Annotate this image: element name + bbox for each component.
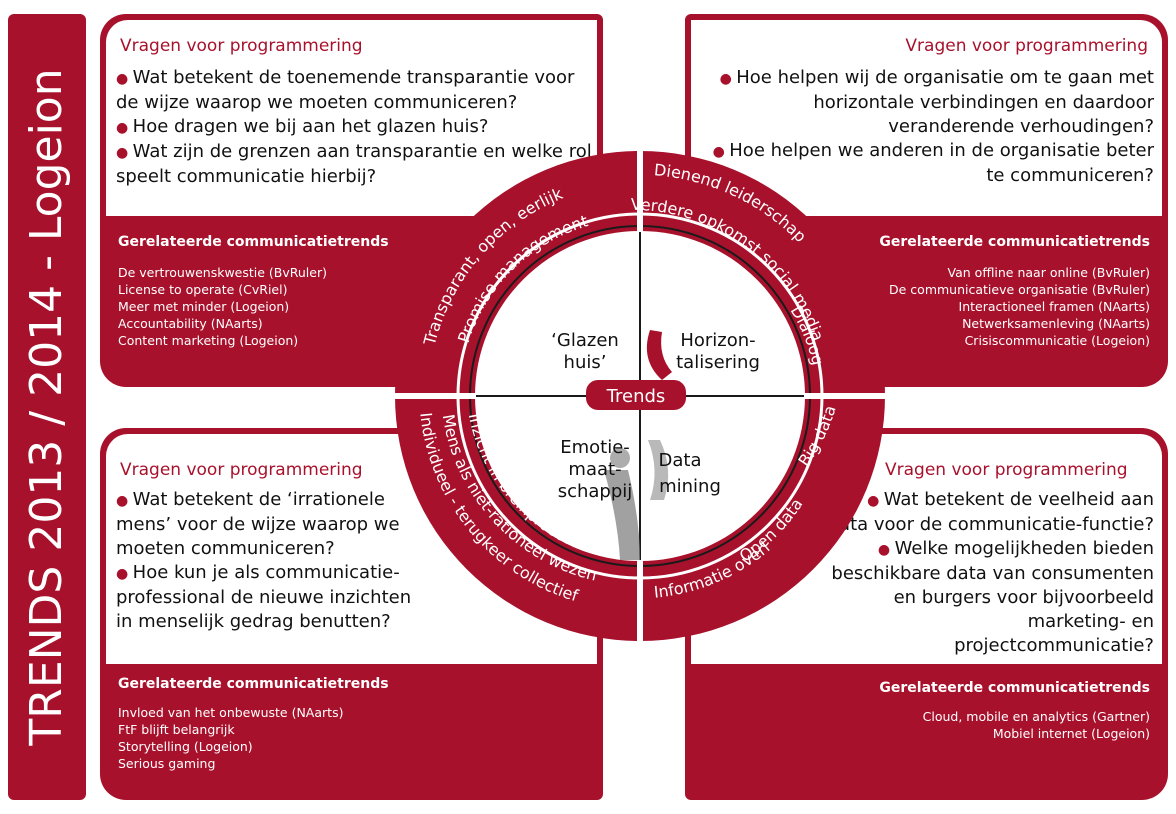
related-title: Gerelateerde communicatietrends — [879, 234, 1150, 250]
related-list: De vertrouwenskwestie (BvRuler) License … — [118, 264, 378, 349]
related-title: Gerelateerde communicatietrends — [118, 234, 389, 250]
related-list: Invloed van het onbewuste (NAarts) FtF b… — [118, 704, 378, 772]
related-item: Accountability (NAarts) — [118, 316, 263, 331]
questions-title: Vragen voor programmering — [885, 460, 1128, 480]
decorative-figure-arm — [648, 440, 669, 500]
related-list: Van offline naar online (BvRuler) De com… — [850, 264, 1150, 349]
questions-list: ● Wat betekent de toenemende transparant… — [116, 66, 596, 189]
panel-top-left-questions-area — [106, 20, 597, 216]
question-item: ● Wat betekent de veelheid aan data voor… — [827, 489, 1154, 535]
related-title: Gerelateerde communicatietrends — [879, 680, 1150, 696]
questions-title: Vragen voor programmering — [905, 36, 1148, 56]
decorative-figure-body — [604, 470, 640, 560]
related-title: Gerelateerde communicatietrends — [118, 676, 389, 692]
question-item: ● Wat betekent de toenemende transparant… — [116, 67, 575, 113]
question-item: ● Hoe helpen we anderen in de organisati… — [712, 140, 1154, 186]
related-item: De vertrouwenskwestie (BvRuler) — [118, 265, 327, 280]
decorative-figure-head — [610, 448, 630, 468]
related-item: Meer met minder (Logeion) — [118, 299, 290, 314]
trends-center-badge — [586, 380, 686, 410]
related-item: Van offline naar online (BvRuler) — [947, 265, 1150, 280]
related-item: Mobiel internet (Logeion) — [992, 726, 1150, 741]
question-item: ● Wat zijn de grenzen aan transparantie … — [116, 141, 592, 187]
decorative-figure-top — [646, 330, 672, 380]
related-item: FtF blijft belangrijk — [118, 722, 235, 737]
related-item: Cloud, mobile en analytics (Gartner) — [922, 709, 1150, 724]
questions-list: ● Wat betekent de veelheid aan data voor… — [824, 488, 1154, 658]
questions-title: Vragen voor programmering — [120, 460, 363, 480]
questions-title: Vragen voor programmering — [120, 36, 363, 56]
related-list: Cloud, mobile en analytics (Gartner) Mob… — [850, 708, 1150, 742]
related-item: Invloed van het onbewuste (NAarts) — [118, 705, 344, 720]
questions-list: ● Hoe helpen wij de organisatie om te ga… — [694, 66, 1154, 188]
question-item: ● Welke mogelijkheden bieden beschikbare… — [831, 538, 1154, 656]
related-item: Serious gaming — [118, 756, 216, 771]
quadrant-label-emotiemaatschappij-line3: schappij — [558, 481, 633, 502]
related-item: Content marketing (Logeion) — [118, 333, 299, 348]
quadrant-label-glazen-huis-line1: ‘Glazen — [551, 330, 619, 351]
trends-center-label: Trends — [606, 386, 666, 407]
question-item: ● Hoe helpen wij de organisatie om te ga… — [719, 67, 1154, 137]
related-item: De communicatieve organisatie (BvRuler) — [889, 282, 1150, 297]
sidebar-banner: TRENDS 2013 / 2014 - Logeion — [8, 14, 86, 800]
quadrant-label-emotiemaatschappij-line2: maat- — [568, 459, 621, 480]
related-item: Netwerksamenleving (NAarts) — [962, 316, 1150, 331]
question-item: ● Hoe dragen we bij aan het glazen huis? — [116, 116, 489, 137]
quadrant-label-glazen-huis-line2: huis’ — [564, 352, 607, 373]
quadrant-label-horizontalisering-line2: talisering — [676, 352, 760, 373]
quadrant-label-horizontalisering-line1: Horizon- — [680, 330, 755, 351]
quadrant-label-data-mining-line1: Data — [659, 450, 702, 471]
related-item: Storytelling (Logeion) — [118, 739, 253, 754]
quadrant-label-data-mining-line2: mining — [659, 476, 721, 497]
question-item: ● Hoe kun je als communicatie-profession… — [116, 562, 412, 632]
related-item: Crisiscommunicatie (Logeion) — [964, 333, 1150, 348]
panel-top-right-questions-area — [691, 20, 1162, 216]
related-item: License to operate (CvRiel) — [118, 282, 288, 297]
related-item: Interactioneel framen (NAarts) — [958, 299, 1150, 314]
quadrant-label-emotiemaatschappij-line1: Emotie- — [560, 437, 630, 458]
questions-list: ● Wat betekent de ‘irrationele mens’ voo… — [116, 488, 416, 634]
question-item: ● Wat betekent de ‘irrationele mens’ voo… — [116, 489, 400, 559]
